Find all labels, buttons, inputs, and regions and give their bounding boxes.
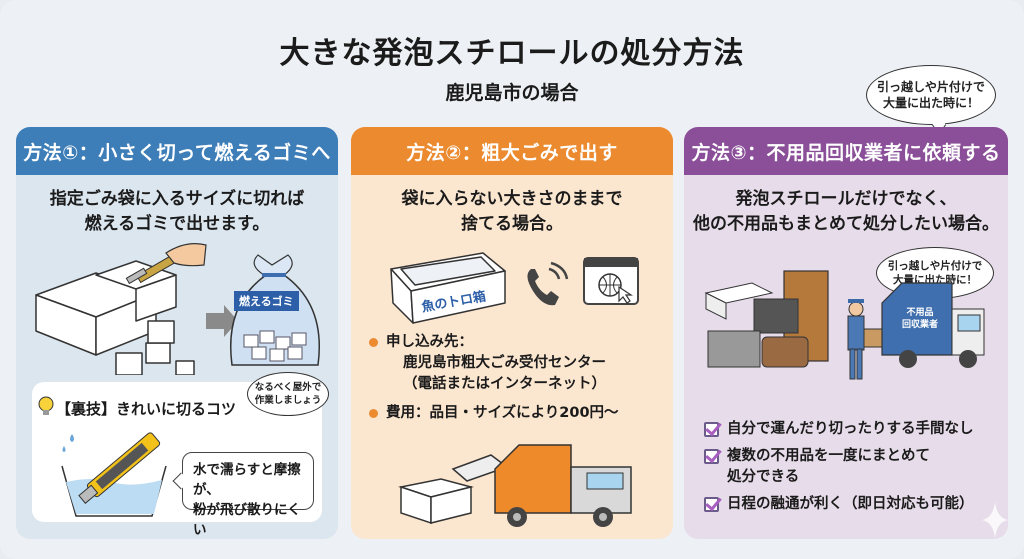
lead-line-2: 燃えるゴミで出せます。	[84, 214, 270, 234]
fish-box-illustration	[390, 252, 506, 324]
tv	[753, 298, 799, 334]
lead-line-1: 指定ごみ袋に入るサイズに切れば	[49, 189, 305, 209]
check-item: 日程の融通が利く（即日対応も可能）	[704, 494, 974, 515]
lead-line-1: 発泡スチロールだけでなく、	[735, 189, 957, 209]
tip-bubble-line-1: なるべく屋外で	[254, 382, 322, 393]
bullet-label: 費用：品目・サイズにより200円〜	[386, 405, 619, 421]
check-text: 日程の融通が利く（即日対応も可能）	[727, 496, 974, 512]
phone-icon	[527, 261, 569, 306]
lead-line-2: 捨てる場合。	[461, 214, 563, 234]
truck-label: 不用品 回収業者	[902, 307, 938, 331]
method-1-panel: 方法①：小さく切って燃えるゴミへ 指定ごみ袋に入るサイズに切れば 燃えるゴミで出…	[16, 127, 338, 539]
sparkle-icon	[982, 502, 1008, 538]
checkbox-checked-icon	[704, 497, 719, 512]
cutter-in-hand	[125, 243, 207, 285]
tip-bubble-line-2: 作業しましょう	[254, 395, 322, 406]
junk-pickup-illustration	[704, 270, 985, 380]
check-item: 複数の不用品を一度にまとめて 処分できる	[704, 446, 974, 488]
checkbox-checked-icon	[704, 449, 719, 464]
callout-bubble: 引っ越しや片付けで 大量に出た時に！	[866, 65, 996, 135]
truck-label-line-1: 不用品	[906, 308, 934, 318]
cursor-icon	[618, 285, 633, 304]
arrow-right-icon	[206, 305, 238, 337]
callout-line-2: 大量に出た時に！	[882, 96, 979, 110]
check-text: 自分で運んだり切ったりする手間なし	[727, 421, 974, 437]
bullet-sub-line-2: （電話またはインターネット）	[403, 376, 606, 392]
garbage-truck-illustration	[398, 444, 632, 527]
page-title: 大きな発泡スチロールの処分方法	[279, 36, 745, 71]
lead-line-2: 他の不用品もまとめて処分したい場合。	[693, 214, 999, 234]
lightbulb-icon	[38, 396, 54, 415]
tip-bubble: なるべく屋外で 作業しましょう	[247, 372, 329, 416]
bag-label: 燃えるゴミ	[234, 291, 299, 311]
tip-speech-line-1: 水で濡らすと摩擦が、	[193, 462, 301, 498]
method-3-heading: 方法③：不用品回収業者に依頼する	[684, 127, 1008, 175]
method-3-checklist: 自分で運んだり切ったりする手間なし 複数の不用品を一度にまとめて 処分できる 日…	[704, 419, 974, 521]
method-3-panel: 方法③：不用品回収業者に依頼する 発泡スチロールだけでなく、 他の不用品もまとめ…	[684, 127, 1008, 539]
method-2-heading: 方法②：粗大ごみで出す	[351, 127, 673, 175]
tip-speech-line-2: 粉が飛び散りにくい	[193, 502, 301, 538]
bullet-label: 申し込み先：	[386, 334, 473, 350]
method-2-panel: 方法②：粗大ごみで出す 袋に入らない大きさのままで 捨てる場合。 魚のトロ箱	[351, 127, 673, 539]
cutter-in-water-illustration	[61, 432, 167, 517]
microwave	[707, 330, 761, 368]
page-subtitle: 鹿児島市の場合	[445, 82, 579, 104]
armchair	[761, 336, 809, 368]
truck-label-line-2: 回収業者	[902, 320, 939, 330]
check-text-line-1: 複数の不用品を一度にまとめて	[727, 448, 930, 464]
method-2-lead: 袋に入らない大きさのままで 捨てる場合。	[351, 187, 673, 237]
bullet-sub-line-1: 鹿児島市粗大ごみ受付センター	[403, 355, 606, 371]
bullet-item: 申し込み先： 鹿児島市粗大ごみ受付センター （電話またはインターネット）	[369, 332, 619, 395]
bullet-dot	[369, 409, 378, 418]
bullet-dot	[369, 338, 378, 347]
method-3-lead: 発泡スチロールだけでなく、 他の不用品もまとめて処分したい場合。	[684, 187, 1008, 237]
lead-line-1: 袋に入らない大きさのままで	[401, 189, 623, 209]
method-2-bullets: 申し込み先： 鹿児島市粗大ごみ受付センター （電話またはインターネット） 費用：…	[369, 332, 619, 432]
worker	[847, 299, 887, 380]
browser-globe-icon	[583, 257, 639, 305]
method-1-heading: 方法①：小さく切って燃えるゴミへ	[16, 127, 338, 175]
check-item: 自分で運んだり切ったりする手間なし	[704, 419, 974, 440]
tip-card: 【裏技】きれいに切るコツ なるべく屋外で 作業しましょう 水で濡らすと摩擦が、 …	[32, 372, 329, 538]
tip-speech-bubble: 水で濡らすと摩擦が、 粉が飛び散りにくい	[172, 452, 314, 538]
checkbox-checked-icon	[704, 422, 719, 437]
bullet-item: 費用：品目・サイズにより200円〜	[369, 403, 619, 424]
method-1-lead: 指定ごみ袋に入るサイズに切れば 燃えるゴミで出せます。	[16, 187, 338, 237]
tip-title: 【裏技】きれいに切るコツ	[56, 400, 237, 418]
check-text-line-2: 処分できる	[727, 469, 800, 485]
hand	[165, 243, 207, 267]
bubble-line-1: 引っ越しや片付けで	[887, 260, 983, 272]
utility-knife-icon	[78, 432, 161, 504]
callout-line-1: 引っ越しや片付けで	[877, 80, 985, 94]
